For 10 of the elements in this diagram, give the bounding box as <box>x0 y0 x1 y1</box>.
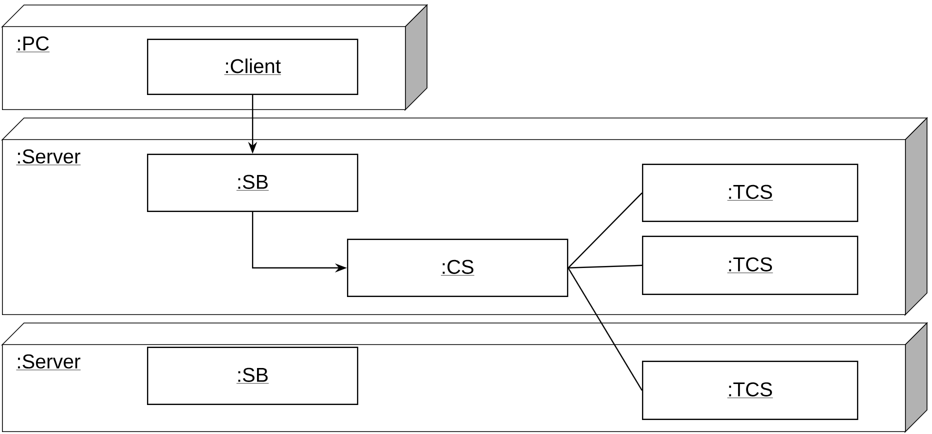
component-box: :Client <box>147 38 358 95</box>
component-box: :TCS <box>642 236 858 295</box>
connector-line <box>568 268 643 391</box>
component-box: :TCS <box>642 360 858 420</box>
component-box: :CS <box>347 238 568 297</box>
component-box: :SB <box>147 154 358 212</box>
connector-line <box>568 192 642 268</box>
connector-line <box>568 264 642 268</box>
component-box: :TCS <box>642 164 858 222</box>
component-box: :SB <box>147 346 358 405</box>
